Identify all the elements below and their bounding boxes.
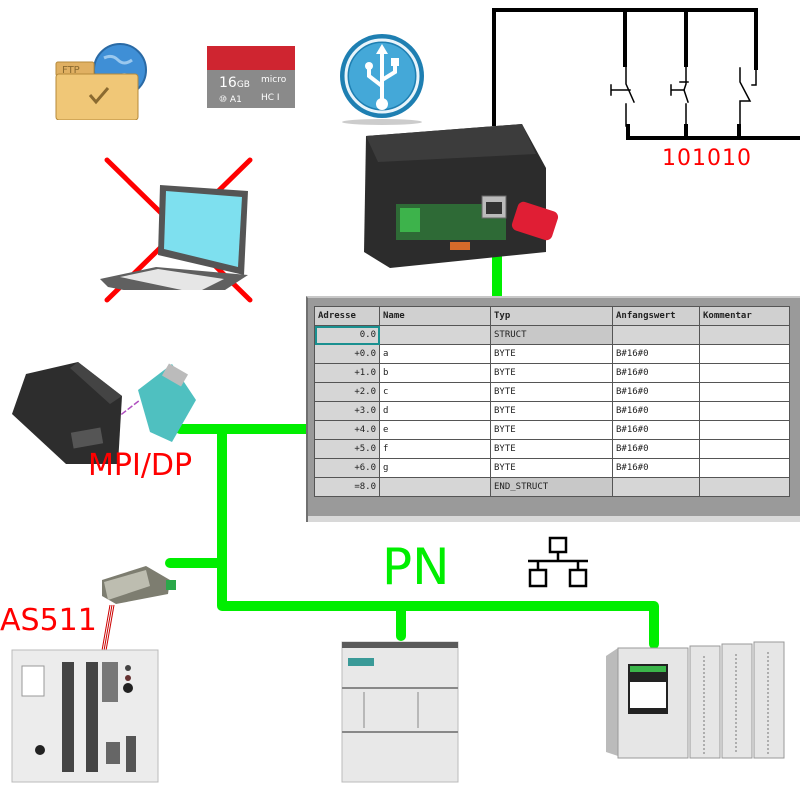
s7-1500-plc — [604, 636, 790, 760]
db-table: Adresse Name Typ Anfangswert Kommentar 0… — [314, 306, 790, 497]
db-table-header-row: Adresse Name Typ Anfangswert Kommentar — [314, 306, 790, 326]
cell-typ[interactable]: BYTE — [490, 344, 613, 364]
switch-circuit — [492, 8, 800, 140]
col-header-anfangswert[interactable]: Anfangswert — [612, 306, 700, 326]
bus-main-trunk — [217, 424, 659, 649]
cell-anfangswert[interactable]: B#16#0 — [612, 458, 700, 478]
cell-typ[interactable]: BYTE — [490, 458, 613, 478]
cell-kommentar[interactable] — [699, 420, 790, 440]
db-table-row[interactable]: 0.0 STRUCT — [314, 325, 790, 345]
ftp-folder-icon: FTP — [52, 40, 152, 121]
db-window-statusbar — [308, 516, 800, 522]
cell-anfangswert[interactable]: B#16#0 — [612, 439, 700, 459]
usb-icon — [336, 30, 428, 126]
cell-adresse[interactable]: +3.0 — [314, 401, 380, 421]
cell-kommentar[interactable] — [699, 382, 790, 402]
s5-plc — [10, 646, 160, 786]
cell-typ[interactable]: BYTE — [490, 363, 613, 383]
cell-adresse[interactable]: +5.0 — [314, 439, 380, 459]
cell-anfangswert[interactable]: B#16#0 — [612, 401, 700, 421]
svg-text:micro: micro — [261, 75, 287, 85]
cell-name[interactable]: f — [379, 439, 491, 459]
cell-typ[interactable]: END_STRUCT — [490, 477, 613, 497]
cell-anfangswert[interactable] — [612, 325, 700, 345]
cell-typ[interactable]: BYTE — [490, 401, 613, 421]
cell-typ[interactable]: BYTE — [490, 420, 613, 440]
svg-text:⑩ A1: ⑩ A1 — [219, 95, 242, 105]
terminal-block-icon — [400, 208, 420, 232]
cell-kommentar[interactable] — [699, 458, 790, 478]
cell-kommentar[interactable] — [699, 363, 790, 383]
cell-name[interactable]: c — [379, 382, 491, 402]
cell-kommentar[interactable] — [699, 477, 790, 497]
cell-name[interactable]: d — [379, 401, 491, 421]
switch-3-icon — [739, 67, 757, 127]
cell-adresse[interactable]: +6.0 — [314, 458, 380, 478]
cell-name[interactable]: g — [379, 458, 491, 478]
col-header-kommentar[interactable]: Kommentar — [699, 306, 790, 326]
cell-typ[interactable]: BYTE — [490, 439, 613, 459]
cell-anfangswert[interactable]: B#16#0 — [612, 420, 700, 440]
circuit-bottom-wire — [626, 124, 800, 140]
cell-adresse[interactable]: +1.0 — [314, 363, 380, 383]
cell-kommentar[interactable] — [699, 325, 790, 345]
as511-port-icon — [102, 662, 118, 702]
cell-typ[interactable]: STRUCT — [490, 325, 613, 345]
cell-kommentar[interactable] — [699, 439, 790, 459]
db-table-row[interactable]: =8.0 END_STRUCT — [314, 477, 790, 497]
cell-adresse[interactable]: +2.0 — [314, 382, 380, 402]
bit-pattern-label: 101010 — [662, 146, 752, 171]
profinet-bus — [165, 245, 659, 649]
cell-adresse[interactable]: +4.0 — [314, 420, 380, 440]
gateway-device — [350, 124, 570, 269]
as511-label: AS511 — [0, 603, 97, 638]
pn-label: PN — [382, 538, 450, 596]
cell-name[interactable]: b — [379, 363, 491, 383]
laptop-icon — [98, 175, 248, 305]
cell-kommentar[interactable] — [699, 344, 790, 364]
s7-300-plc — [12, 360, 212, 470]
svg-text:HC I: HC I — [261, 93, 280, 103]
s7-1200-plc — [340, 638, 460, 786]
network-topology-icon — [524, 534, 592, 592]
cell-adresse[interactable]: 0.0 — [314, 325, 380, 345]
cell-name[interactable]: e — [379, 420, 491, 440]
col-header-typ[interactable]: Typ — [490, 306, 613, 326]
col-header-name[interactable]: Name — [379, 306, 491, 326]
cell-anfangswert[interactable]: B#16#0 — [612, 363, 700, 383]
cell-name[interactable] — [379, 325, 491, 345]
cell-adresse[interactable]: +0.0 — [314, 344, 380, 364]
switch-2-icon — [670, 64, 689, 127]
sd-card-icon: 16GB micro ⑩ A1 HC I — [205, 42, 301, 110]
cell-anfangswert[interactable]: B#16#0 — [612, 382, 700, 402]
cell-name[interactable]: a — [379, 344, 491, 364]
db-table-window: Adresse Name Typ Anfangswert Kommentar 0… — [306, 296, 800, 522]
siemens-logo-icon — [348, 658, 374, 666]
cell-adresse[interactable]: =8.0 — [314, 477, 380, 497]
cell-name[interactable] — [379, 477, 491, 497]
col-header-adresse[interactable]: Adresse — [314, 306, 380, 326]
svg-text:FTP: FTP — [62, 65, 80, 76]
cell-anfangswert[interactable] — [612, 477, 700, 497]
cell-anfangswert[interactable]: B#16#0 — [612, 344, 700, 364]
cell-kommentar[interactable] — [699, 401, 790, 421]
mpi-dp-label: MPI/DP — [88, 448, 193, 483]
switch-1-icon — [610, 64, 635, 127]
usb-stick-icon — [511, 201, 559, 241]
cell-typ[interactable]: BYTE — [490, 382, 613, 402]
as511-adapter-icon — [96, 560, 176, 610]
